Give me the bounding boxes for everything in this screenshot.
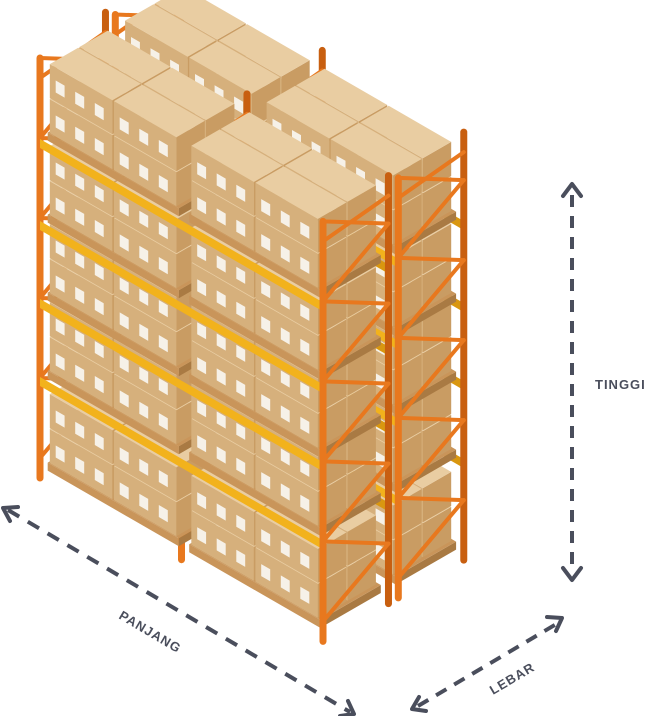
upright-r0-end-brace — [323, 541, 388, 543]
upright-r0-end-brace — [323, 461, 388, 463]
upright-r1-end-brace — [398, 178, 463, 180]
upright-r0-end-brace — [323, 301, 388, 303]
length-label: PANJANG — [116, 608, 184, 656]
upright-r0-end-brace — [323, 381, 388, 383]
upright-r0-end-brace — [323, 221, 388, 223]
upright-r1-end-brace — [398, 338, 463, 340]
width-arrow — [412, 617, 562, 711]
pallet-rack — [40, 0, 464, 641]
height-label: TINGGI — [595, 377, 646, 392]
width-label: LEBAR — [487, 659, 537, 697]
upright-r1-end-brace — [398, 258, 463, 260]
upright-r1-end-brace — [398, 418, 463, 420]
height-arrow — [563, 184, 581, 580]
upright-r1-end-brace — [398, 498, 463, 500]
